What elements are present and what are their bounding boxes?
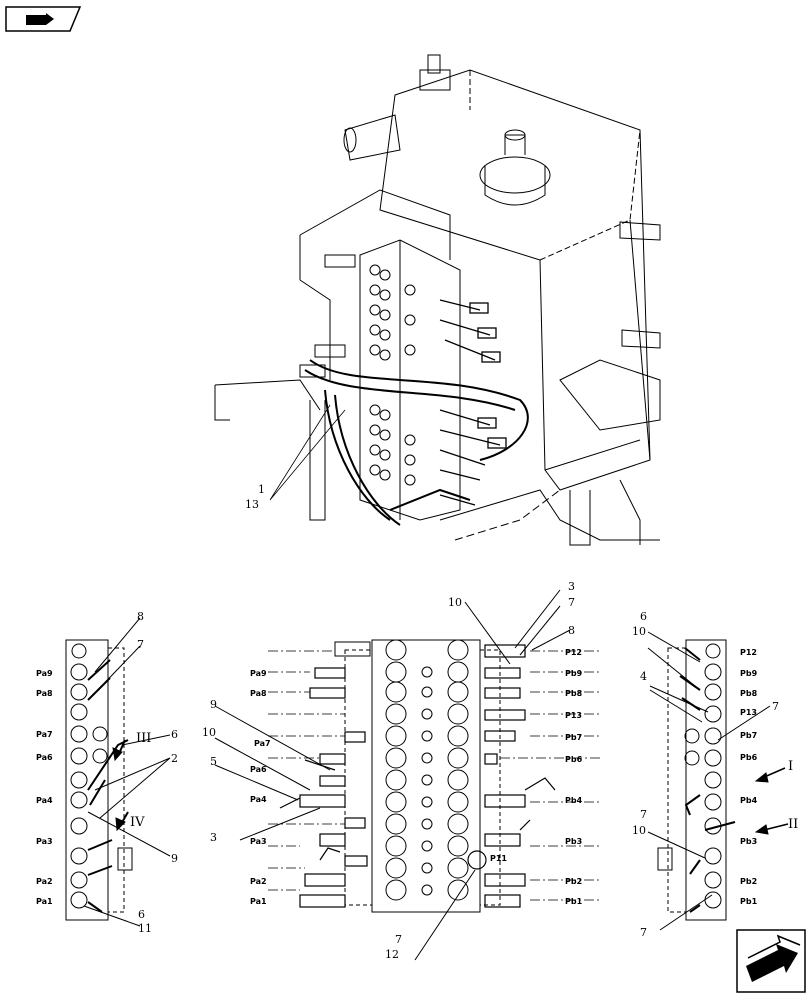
left-side-view xyxy=(65,617,171,927)
center-callout-10-top: 10 xyxy=(448,596,462,609)
right-callout-10b: 10 xyxy=(632,824,646,837)
right-port-pb2: Pb2 xyxy=(740,877,757,886)
center-port-p13: P13 xyxy=(565,711,582,720)
left-callout-11: 11 xyxy=(138,922,152,935)
right-callout-10: 10 xyxy=(632,625,646,638)
center-port-pa9: Pa9 xyxy=(250,669,267,678)
center-spool-circles xyxy=(385,639,469,901)
left-port-pa6: Pa6 xyxy=(36,753,53,762)
center-front-view xyxy=(214,589,600,961)
section-mark-iii: III xyxy=(136,731,151,746)
next-page-arrow-icon xyxy=(746,934,801,982)
isometric-valve-assembly xyxy=(214,54,661,546)
left-port-pa9: Pa9 xyxy=(36,669,53,678)
right-port-pb7: Pb7 xyxy=(740,731,757,740)
left-port-pa8: Pa8 xyxy=(36,689,53,698)
center-port-pa7: Pa7 xyxy=(254,739,271,748)
center-port-pa2: Pa2 xyxy=(250,877,267,886)
right-callout-7c: 7 xyxy=(640,926,647,939)
bottom-nav-button[interactable] xyxy=(736,929,806,993)
section-mark-iv: IV xyxy=(130,815,145,830)
left-callout-2: 2 xyxy=(171,752,178,765)
center-port-pb7: Pb7 xyxy=(565,733,582,742)
right-port-pb4: Pb4 xyxy=(740,796,758,805)
right-port-p12: P12 xyxy=(740,648,757,657)
center-port-pa1: Pa1 xyxy=(250,897,267,906)
center-port-pb4: Pb4 xyxy=(565,796,583,805)
right-port-pb9: Pb9 xyxy=(740,669,758,678)
right-callout-4: 4 xyxy=(640,670,647,683)
left-callout-6b: 6 xyxy=(138,908,145,921)
center-callout-12: 12 xyxy=(385,948,399,961)
iso-spool-ports xyxy=(369,264,416,486)
left-port-pa1: Pa1 xyxy=(36,897,53,906)
center-port-pb3: Pb3 xyxy=(565,837,582,846)
center-callout-8-top: 8 xyxy=(568,624,575,637)
left-callout-7: 7 xyxy=(137,638,144,651)
center-port-pb9: Pb9 xyxy=(565,669,583,678)
right-port-pb3: Pb3 xyxy=(740,837,757,846)
iso-callout-13: 13 xyxy=(245,498,259,511)
center-callout-7-bottom: 7 xyxy=(395,933,402,946)
center-port-pb2: Pb2 xyxy=(565,877,582,886)
center-port-pa6: Pa6 xyxy=(250,765,267,774)
right-port-p13: P13 xyxy=(740,708,757,717)
center-port-pa8: Pa8 xyxy=(250,689,267,698)
book-arrow-icon xyxy=(24,12,54,25)
center-callout-7-top: 7 xyxy=(568,596,575,609)
center-callout-5: 5 xyxy=(210,755,217,768)
center-port-pb1: Pb1 xyxy=(565,897,583,906)
left-port-pa7: Pa7 xyxy=(36,730,53,739)
center-port-pb6: Pb6 xyxy=(565,755,583,764)
center-callout-9: 9 xyxy=(210,698,217,711)
iso-callout-1: 1 xyxy=(258,483,265,496)
section-mark-i: I xyxy=(788,759,793,774)
right-callout-7: 7 xyxy=(772,700,779,713)
right-port-pb6: Pb6 xyxy=(740,753,758,762)
left-port-pa4: Pa4 xyxy=(36,796,53,805)
center-port-p12: P12 xyxy=(565,648,582,657)
right-side-view xyxy=(647,631,789,931)
right-callout-6: 6 xyxy=(640,610,647,623)
section-mark-ii: II xyxy=(788,817,798,832)
center-port-pa4: Pa4 xyxy=(250,795,267,804)
center-port-p11: P11 xyxy=(490,854,507,863)
right-port-pb8: Pb8 xyxy=(740,689,758,698)
center-callout-10: 10 xyxy=(202,726,216,739)
right-callout-7b: 7 xyxy=(640,808,647,821)
left-callout-9: 9 xyxy=(171,852,178,865)
left-callout-6: 6 xyxy=(171,728,178,741)
center-callout-3-top: 3 xyxy=(568,580,575,593)
center-callout-3: 3 xyxy=(210,831,217,844)
center-port-pb8: Pb8 xyxy=(565,689,583,698)
right-port-pb1: Pb1 xyxy=(740,897,758,906)
left-port-pa2: Pa2 xyxy=(36,877,53,886)
center-port-pa3: Pa3 xyxy=(250,837,267,846)
top-nav-button[interactable] xyxy=(5,6,82,32)
left-port-pa3: Pa3 xyxy=(36,837,53,846)
left-callout-8: 8 xyxy=(137,610,144,623)
